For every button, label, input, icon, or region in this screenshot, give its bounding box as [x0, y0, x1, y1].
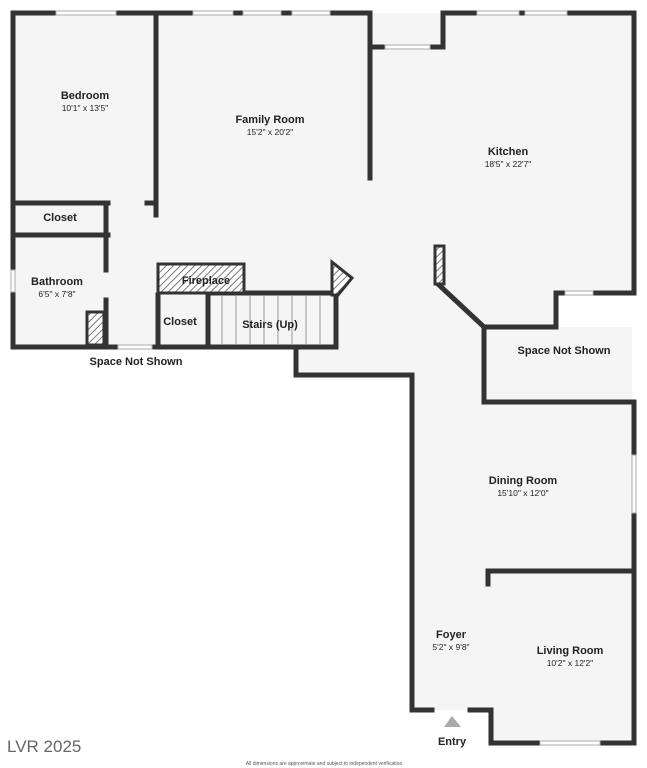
bathroom-dim: 6'5" x 7'8" [38, 289, 75, 299]
kitchen-name: Kitchen [488, 146, 529, 158]
entry-label: Entry [438, 736, 467, 748]
space-not-shown-left: Space Not Shown [90, 356, 183, 368]
family-room-dim: 15'2" x 20'2" [247, 127, 294, 137]
bedroom-dim: 10'1" x 13'5" [62, 103, 109, 113]
stairs-treads [221, 295, 321, 345]
foyer-name: Foyer [436, 629, 467, 641]
fireplace-label: Fireplace [182, 275, 230, 287]
windows [10, 10, 637, 746]
living-room-dim: 10'2" x 12'2" [547, 658, 594, 668]
bedroom-name: Bedroom [61, 90, 110, 102]
bathroom-name: Bathroom [31, 276, 83, 288]
stairs-label: Stairs (Up) [242, 319, 298, 331]
closet-lower-label: Closet [163, 316, 197, 328]
closet-upper-label: Closet [43, 212, 77, 224]
floor-area [13, 13, 634, 743]
foyer-dim: 5'2" x 9'8" [432, 642, 469, 652]
entry-arrow-icon [444, 716, 461, 727]
kitchen-dim: 18'5" x 22'7" [485, 159, 532, 169]
dining-room-name: Dining Room [489, 475, 558, 487]
walls [10, 10, 637, 746]
living-room-name: Living Room [537, 645, 604, 657]
space-not-shown-right: Space Not Shown [518, 345, 611, 357]
watermark: LVR 2025 [7, 737, 81, 756]
family-room-name: Family Room [235, 114, 304, 126]
dining-room-dim: 15'10" x 12'0" [497, 488, 548, 498]
disclaimer: All dimensions are approximate and subje… [246, 761, 403, 767]
